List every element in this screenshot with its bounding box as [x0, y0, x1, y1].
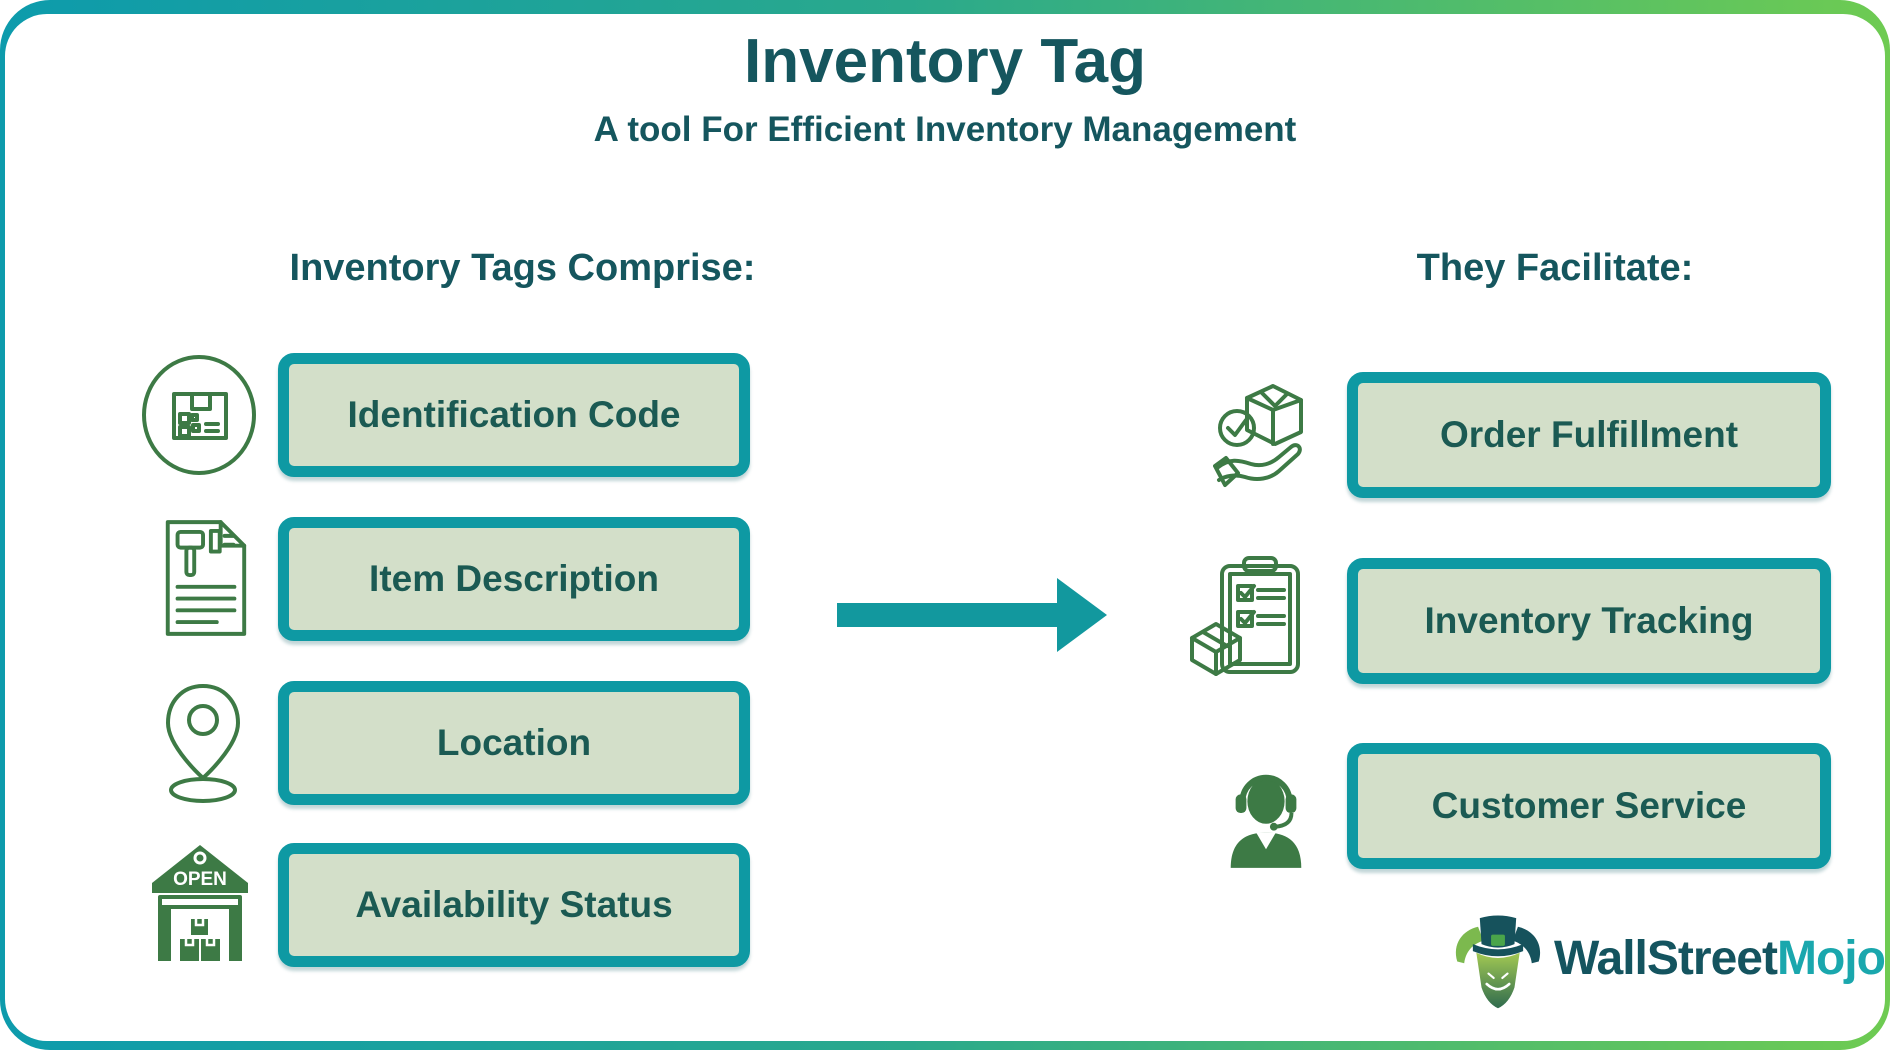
location-pin-icon	[158, 680, 248, 804]
logo-wordmark: WallStreetMojo	[1554, 931, 1886, 986]
wallstreetmojo-logo: WallStreetMojo	[1450, 906, 1886, 1010]
item-label: Availability Status	[355, 884, 673, 925]
item-label: Inventory Tracking	[1424, 600, 1754, 641]
item-label: Item Description	[369, 558, 659, 599]
facilitate-item-inventory-tracking: Inventory Tracking	[1347, 558, 1831, 684]
document-gavel-icon	[156, 517, 254, 639]
facilitate-item-order-fulfillment: Order Fulfillment	[1347, 372, 1831, 498]
comprise-item-item-description: Item Description	[278, 517, 750, 641]
hand-box-check-icon	[1213, 382, 1313, 492]
comprise-item-identification-code: Identification Code	[278, 353, 750, 477]
right-arrow-icon	[837, 577, 1109, 653]
qr-package-icon	[140, 354, 258, 476]
bull-mascot-icon	[1455, 915, 1541, 1009]
comprise-item-location: Location	[278, 681, 750, 805]
item-label: Customer Service	[1431, 785, 1747, 826]
left-section-heading: Inventory Tags Comprise:	[289, 247, 756, 289]
page-subtitle: A tool For Efficient Inventory Managemen…	[593, 110, 1297, 149]
comprise-item-availability-status: Availability Status	[278, 843, 750, 967]
clipboard-checklist-icon	[1186, 554, 1310, 678]
facilitate-item-customer-service: Customer Service	[1347, 743, 1831, 869]
item-label: Identification Code	[347, 394, 681, 435]
logo-text-secondary: Mojo	[1776, 931, 1886, 985]
right-section-heading: They Facilitate:	[1416, 247, 1694, 289]
logo-text-primary: WallStreet	[1554, 931, 1778, 985]
item-label: Order Fulfillment	[1439, 414, 1739, 455]
item-label: Location	[436, 722, 592, 763]
warehouse-open-icon: OPEN	[150, 843, 250, 963]
page-title: Inventory Tag	[744, 27, 1146, 96]
customer-support-icon	[1217, 757, 1315, 869]
warehouse-open-sign: OPEN	[173, 869, 227, 890]
